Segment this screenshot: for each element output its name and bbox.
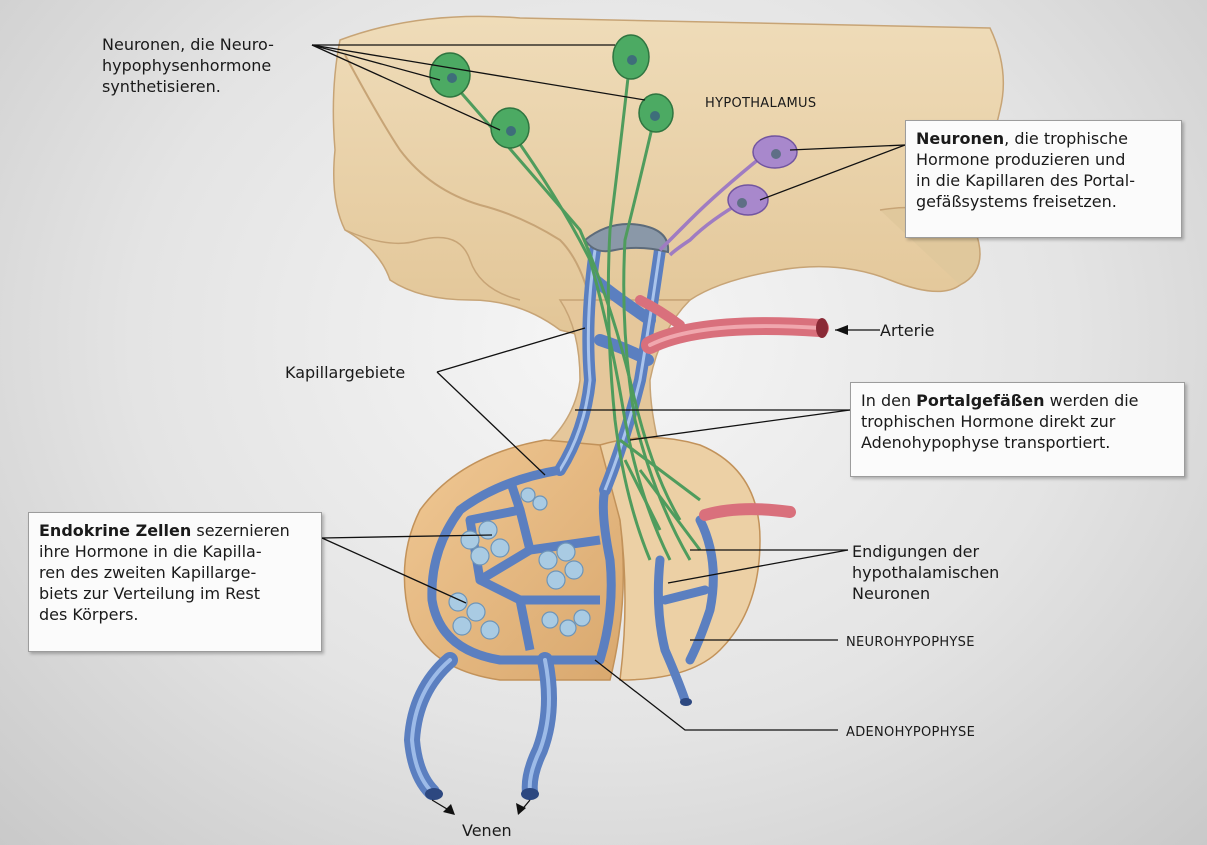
callout-portal-vessels: In den Portalgefäßen werden die trophisc…	[850, 382, 1185, 477]
label-neurohypophyse: NEUROHYPOPHYSE	[846, 635, 975, 650]
vein-opening-left	[425, 788, 443, 800]
label-arterie: Arterie	[880, 321, 935, 340]
label-venen: Venen	[462, 821, 512, 840]
callout-trophic-text: , die trophische Hormone produzieren und…	[916, 129, 1135, 211]
leader-lines	[311, 44, 906, 813]
neuro-vein-opening	[680, 698, 692, 706]
callout-portal-pre: In den	[861, 391, 917, 410]
label-hypothalamus: HYPOTHALAMUS	[705, 96, 817, 111]
label-adenohypophyse: ADENOHYPOPHYSE	[846, 725, 976, 740]
label-endigungen: Endigungen der hypothalamischen Neuronen	[852, 542, 1000, 603]
portal-vessels-highlight	[558, 248, 662, 492]
callout-endocrine-text: sezernieren ihre Hormone in die Kapilla-…	[39, 521, 290, 624]
efferent-veins	[403, 652, 557, 800]
callout-trophic-neurons: Neuronen, die trophische Hormone produzi…	[905, 120, 1182, 238]
neurohypophyse-lobe	[599, 436, 761, 681]
vein-opening-right	[521, 788, 539, 800]
artery-opening	[816, 318, 828, 338]
neurohypophyse-vessels	[653, 515, 718, 705]
callout-endocrine-bold: Endokrine Zellen	[39, 521, 192, 540]
callout-trophic-bold: Neuronen	[916, 129, 1005, 148]
callout-portal-post: werden die trophischen Hormone direkt zu…	[861, 391, 1139, 452]
callout-endocrine-cells: Endokrine Zellen sezernieren ihre Hormon…	[28, 512, 322, 652]
callout-portal-bold: Portalgefäßen	[916, 391, 1045, 410]
purple-neurons	[658, 135, 798, 257]
label-kapillargebiete: Kapillargebiete	[285, 363, 406, 382]
hypothalamus-fold-left	[344, 54, 591, 301]
arteries	[635, 295, 829, 521]
arrowheads	[443, 325, 848, 815]
hypothalamus-lower-fold	[344, 229, 521, 301]
green-neurons	[429, 34, 702, 561]
hypothalamus-tissue	[332, 15, 1005, 341]
label-neurons-neuro: Neuronen, die Neuro- hypophysenhormone s…	[102, 35, 274, 96]
